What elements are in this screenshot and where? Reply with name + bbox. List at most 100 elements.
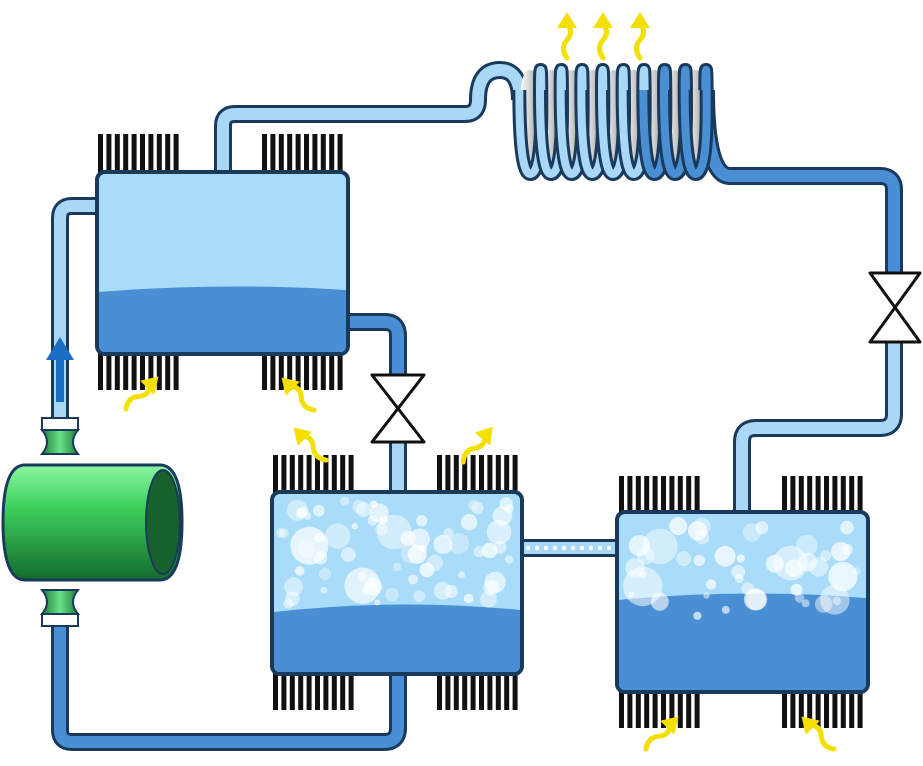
bubble <box>433 581 452 600</box>
valve-icon <box>370 373 426 444</box>
bubble <box>721 605 730 614</box>
bubble <box>796 534 818 557</box>
bubble <box>379 515 388 525</box>
bubble <box>742 523 762 542</box>
bubble <box>628 535 651 557</box>
bubble <box>344 567 381 604</box>
bubble <box>409 528 430 550</box>
heat-out-arrow-icon <box>460 426 493 465</box>
pump-icon <box>1 417 184 627</box>
bubble <box>741 582 754 595</box>
heat-sink-fins <box>98 134 863 728</box>
bubble <box>820 550 832 562</box>
valve-icon <box>868 271 922 344</box>
bubble <box>543 545 549 551</box>
bubble <box>374 599 381 606</box>
heat-in-arrow-icon <box>123 376 159 412</box>
bubble <box>276 528 286 538</box>
bubble <box>840 520 854 535</box>
heat-in-arrow-icon <box>801 716 837 752</box>
bubble <box>351 523 358 530</box>
bubble <box>785 559 803 577</box>
bubble <box>297 539 316 558</box>
bubble <box>313 550 328 565</box>
bubble <box>419 562 435 578</box>
pipe-condenser-to-right-valve <box>697 89 903 280</box>
bubble <box>385 587 399 602</box>
bubble <box>642 528 678 565</box>
bubble <box>393 563 402 572</box>
bubble <box>588 545 594 551</box>
bubble <box>693 554 705 567</box>
bubble <box>433 534 453 555</box>
bubble <box>413 590 426 603</box>
bubble <box>561 545 567 551</box>
heat-out-arrow-icon <box>557 12 577 61</box>
bubble <box>705 579 717 590</box>
bubble <box>842 543 854 555</box>
vapor-bubbles <box>623 517 861 620</box>
bubble <box>468 499 479 511</box>
bubble <box>375 522 388 536</box>
bubble <box>486 519 512 545</box>
bubble <box>570 545 576 551</box>
bubble <box>297 506 309 517</box>
bubble <box>303 512 312 520</box>
heat-out-arrow-icon <box>630 12 650 61</box>
bubble <box>628 591 635 598</box>
bubble <box>693 611 702 620</box>
fin-group <box>98 350 179 390</box>
pipe-top-tank-to-condenser <box>214 61 529 172</box>
bubble <box>798 552 817 572</box>
bubble <box>356 501 372 518</box>
bubble <box>448 533 470 555</box>
bubble <box>801 599 810 608</box>
heat-in-arrow-icon <box>643 716 679 752</box>
bubble <box>505 555 514 564</box>
coil-tube-fill <box>680 65 711 179</box>
bubble <box>820 585 850 615</box>
bubble <box>505 504 514 514</box>
bubble <box>790 583 803 596</box>
bubble <box>828 562 858 592</box>
fin-group <box>437 670 518 710</box>
bubble <box>579 545 585 551</box>
bubble <box>694 529 710 545</box>
heat-out-arrow-icon <box>293 427 329 463</box>
bubble <box>606 545 612 551</box>
bubble <box>637 547 655 565</box>
bubble <box>400 530 416 547</box>
pipe-top-tank-to-middle-valve <box>345 313 407 375</box>
bubble <box>340 496 350 506</box>
bubble <box>325 523 351 549</box>
bubble <box>597 545 603 551</box>
fin-group <box>437 455 518 496</box>
fin-group <box>273 670 354 710</box>
bubble <box>534 545 540 551</box>
fin-group <box>619 688 700 728</box>
bubble <box>295 566 305 576</box>
bubble <box>473 546 485 558</box>
bubble <box>815 595 833 613</box>
bubble <box>703 592 710 599</box>
fin-group <box>273 455 354 496</box>
pipe-pump-to-top-tank <box>51 197 100 420</box>
bubble <box>340 547 356 563</box>
bubble <box>460 513 478 531</box>
heat-in-arrow-icon <box>281 377 317 413</box>
fin-group <box>782 476 863 516</box>
bubble <box>484 571 506 593</box>
bubble <box>312 504 325 517</box>
bubble <box>416 515 428 527</box>
bubble <box>463 593 474 604</box>
right-tank <box>615 510 870 694</box>
bubble <box>284 577 304 597</box>
bubble <box>755 521 769 535</box>
flow-arrow-icon <box>46 337 74 402</box>
top-tank <box>95 170 350 356</box>
pipe-right-valve-to-right-tank <box>733 340 903 515</box>
bubble <box>408 574 419 585</box>
bubble <box>832 596 842 606</box>
pipe-middle-tank-to-pump <box>51 625 407 751</box>
